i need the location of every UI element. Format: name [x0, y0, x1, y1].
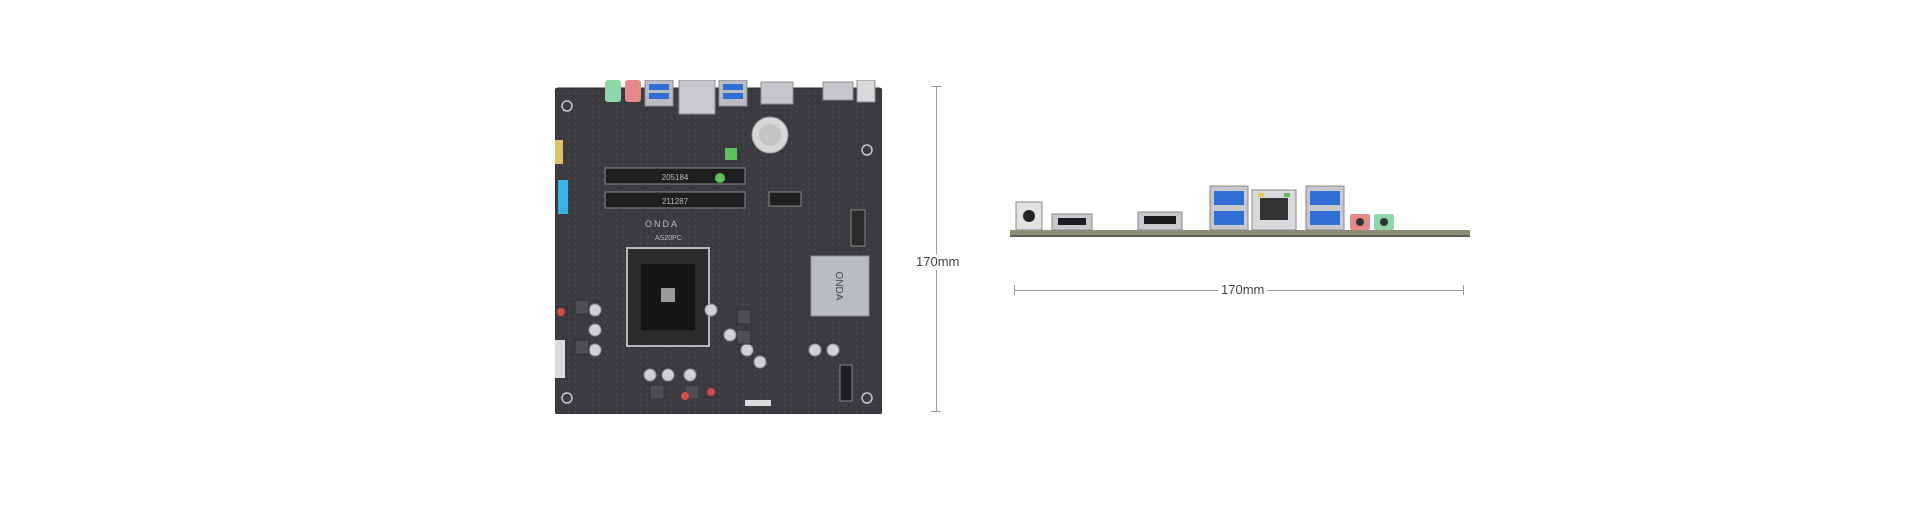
board-brand-logo: ONDA — [645, 219, 679, 229]
height-dimension-bottom-tick — [931, 411, 941, 412]
svg-text:ONDA: ONDA — [833, 272, 844, 301]
width-dimension-label: 170mm — [1218, 282, 1268, 298]
height-dimension-line — [936, 86, 937, 412]
width-dimension-right-tick — [1463, 285, 1464, 295]
height-dimension-label: 170mm — [913, 254, 963, 270]
ram-slot-2-label: 211287 — [662, 197, 689, 206]
height-dimension-top-tick — [931, 86, 941, 87]
ram-slot-1-label: 205184 — [662, 173, 689, 182]
board-model-text: AS20PC — [655, 235, 682, 242]
motherboard-io-side-photo — [1010, 185, 1470, 237]
width-dimension-left-tick — [1014, 285, 1015, 295]
motherboard-top-photo: 205184 211287 ONDA AS20PC ONDA — [555, 80, 882, 414]
